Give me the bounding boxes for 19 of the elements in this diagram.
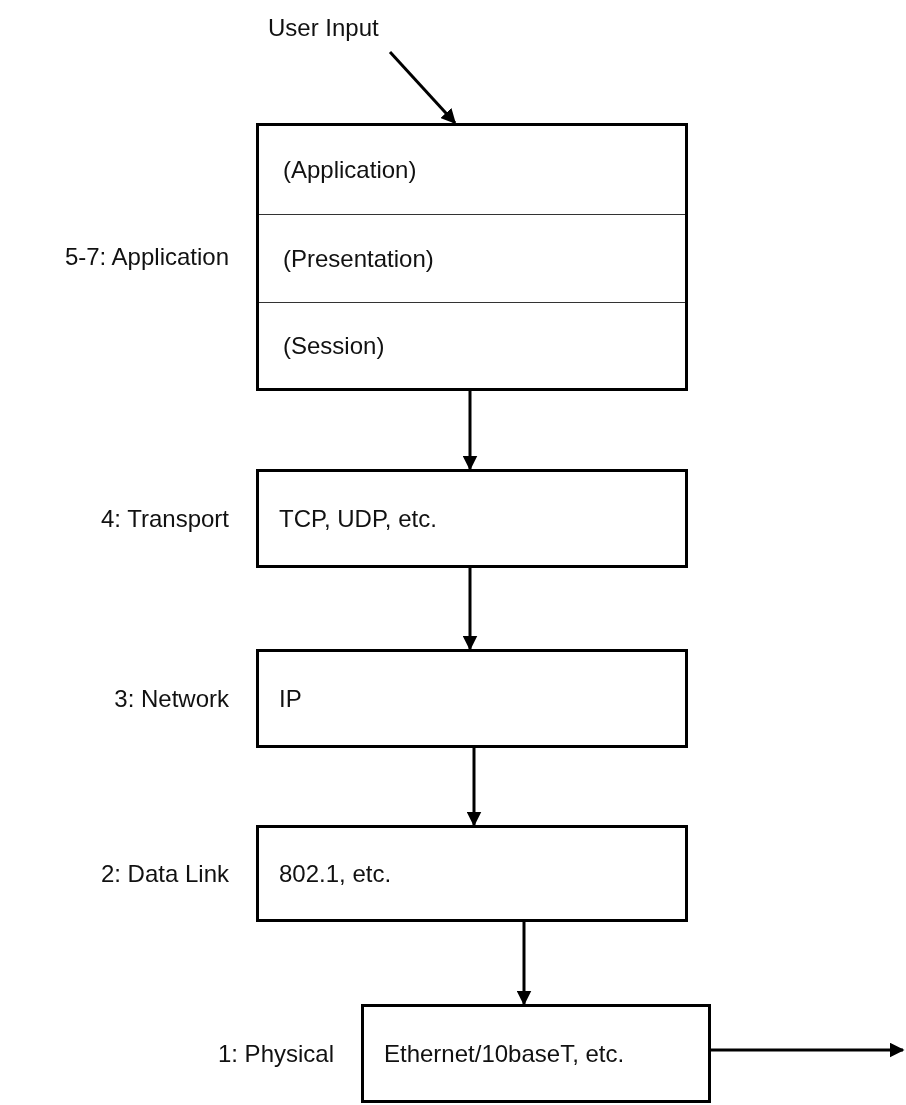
arrow — [462, 568, 478, 651]
arrow — [466, 748, 482, 827]
arrow — [388, 51, 457, 125]
arrow — [462, 391, 478, 471]
layer-label: 3: Network — [114, 684, 229, 713]
input-label: User Input — [268, 14, 379, 42]
layer-example-text: (Application) — [283, 156, 417, 184]
layer-example-text: (Session) — [283, 331, 385, 360]
layer-label: 4: Transport — [100, 504, 229, 533]
arrow — [516, 922, 532, 1006]
layer-example-text: Ethernet/10baseT, etc. — [384, 1039, 625, 1068]
layer-label: 2: Data Link — [100, 859, 229, 888]
layer-example-text: 802.1, etc. — [279, 859, 392, 888]
layer-example-text: IP — [279, 684, 302, 713]
arrow — [711, 1042, 905, 1058]
layer-example-text: (Presentation) — [283, 244, 434, 273]
layer-label: 5-7: Application — [64, 243, 229, 271]
layer-label: 1: Physical — [217, 1039, 334, 1068]
layer-example-text: TCP, UDP, etc. — [279, 504, 437, 533]
